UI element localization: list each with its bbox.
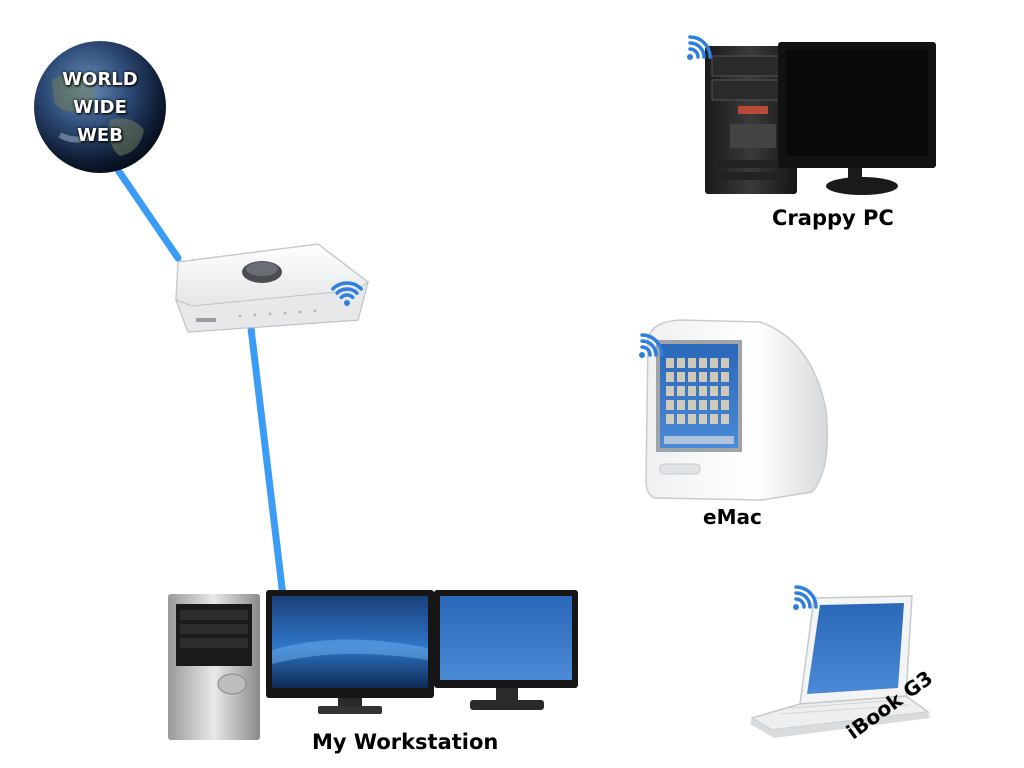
cable-router-workstation	[246, 316, 287, 600]
globe-label: WORLD WIDE WEB	[30, 66, 170, 150]
ibook-wifi-icon	[793, 585, 818, 610]
globe-label-line-1: WORLD	[62, 69, 138, 90]
crappy-pc-wifi-icon	[687, 35, 712, 60]
emac-label: eMac	[703, 505, 762, 529]
cable-internet-router	[114, 166, 182, 262]
workstation-label: My Workstation	[312, 730, 499, 754]
ibook-g3-device	[750, 595, 930, 738]
globe-label-line-2: WIDE	[73, 97, 127, 118]
workstation-device	[168, 590, 578, 740]
crappy-pc-label: Crappy PC	[772, 206, 894, 230]
globe-label-line-3: WEB	[77, 125, 123, 146]
world-wide-web-globe-icon	[34, 41, 166, 173]
emac-wifi-icon	[639, 333, 664, 358]
crappy-pc-device	[705, 42, 936, 195]
emac-device	[645, 319, 829, 501]
wireless-router	[175, 243, 369, 333]
router-wifi-icon	[331, 281, 363, 306]
